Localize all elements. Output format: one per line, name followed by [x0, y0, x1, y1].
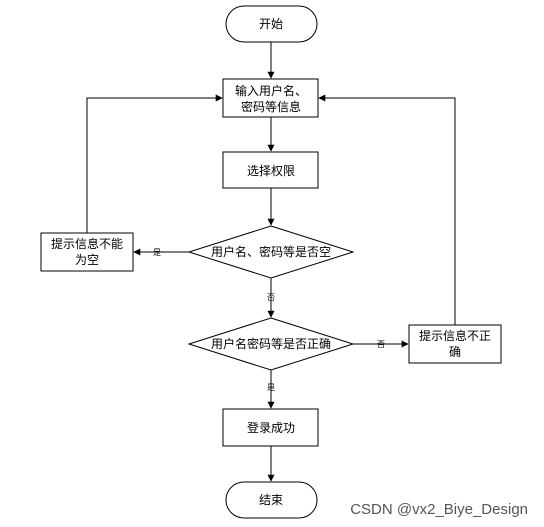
success-label: 登录成功 — [247, 420, 295, 435]
error-empty-label-line2: 为空 — [75, 253, 99, 267]
error-incorrect-label-line1: 提示信息不正 — [419, 328, 491, 343]
error-incorrect-label-line2: 确 — [449, 345, 461, 359]
start-node: 开始 — [225, 5, 318, 43]
input-label-line1: 输入用户名、 — [235, 83, 307, 98]
watermark: CSDN @vx2_Biye_Design — [350, 501, 528, 518]
start-label: 开始 — [259, 17, 283, 31]
decision-empty-label: 用户名、密码等是否空 — [211, 244, 331, 259]
edge-error-incorrect-back-to-input — [318, 94, 456, 325]
decision-empty-node: 用户名、密码等是否空 — [187, 225, 355, 279]
select-permission-label: 选择权限 — [247, 164, 295, 178]
decision-correct-label: 用户名密码等是否正确 — [211, 336, 331, 351]
edge-label-correct-no: 否 — [377, 340, 385, 349]
edge-label-empty-no: 否 — [267, 293, 275, 302]
select-permission-node: 选择权限 — [222, 151, 319, 189]
edge-error-empty-back-to-input — [86, 94, 223, 233]
input-node: 输入用户名、 密码等信息 — [222, 78, 319, 118]
input-label-line2: 密码等信息 — [241, 99, 301, 114]
error-incorrect-node: 提示信息不正 确 — [408, 324, 502, 364]
error-empty-node: 提示信息不能 为空 — [40, 232, 134, 272]
success-node: 登录成功 — [222, 408, 319, 447]
end-label: 结束 — [259, 493, 283, 507]
edge-label-correct-yes: 是 — [267, 383, 275, 392]
error-empty-label-line1: 提示信息不能 — [51, 236, 123, 251]
edge-label-empty-yes: 是 — [153, 248, 161, 257]
decision-correct-node: 用户名密码等是否正确 — [187, 317, 355, 371]
end-node: 结束 — [225, 481, 318, 519]
